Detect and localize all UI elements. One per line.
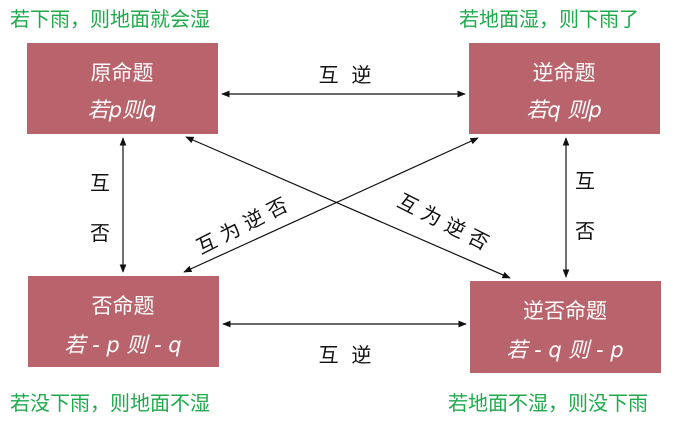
arrow-diag-1 [185, 136, 511, 279]
label-diag-left: 互 为 逆 否 [192, 193, 291, 259]
box-converse-title: 逆命题 [533, 61, 596, 85]
box-original-title: 原命题 [91, 61, 154, 85]
label-diag-right: 互 为 逆 否 [394, 189, 493, 255]
box-inverse-formula: 若 - p 则 - q [64, 333, 181, 357]
example-original: 若下雨，则地面就会湿 [10, 7, 210, 31]
label-left-2: 否 [90, 221, 110, 245]
box-inverse-title: 否命题 [92, 294, 155, 318]
example-inverse: 若没下雨，则地面不湿 [10, 391, 210, 415]
label-top-converse: 互 逆 [319, 63, 372, 87]
example-converse: 若地面湿，则下雨了 [459, 7, 639, 31]
label-left-1: 互 [90, 171, 110, 195]
box-converse: 逆命题 若q 则p [469, 43, 660, 134]
box-converse-formula: 若q 则p [526, 98, 601, 122]
label-right-1: 互 [575, 169, 595, 193]
example-contrapositive: 若地面不湿，则没下雨 [448, 391, 648, 415]
box-contrapositive: 逆否命题 若 - q 则 - p [470, 281, 661, 373]
box-contrapositive-formula: 若 - q 则 - p [506, 338, 623, 362]
arrow-diag-2 [183, 137, 479, 273]
box-inverse: 否命题 若 - p 则 - q [28, 276, 219, 367]
box-original: 原命题 若p则q [27, 43, 218, 134]
label-bottom-converse: 互 逆 [319, 343, 372, 367]
box-contrapositive-title: 逆否命题 [523, 299, 607, 323]
box-original-formula: 若p则q [88, 98, 157, 122]
label-right-2: 否 [575, 219, 595, 243]
